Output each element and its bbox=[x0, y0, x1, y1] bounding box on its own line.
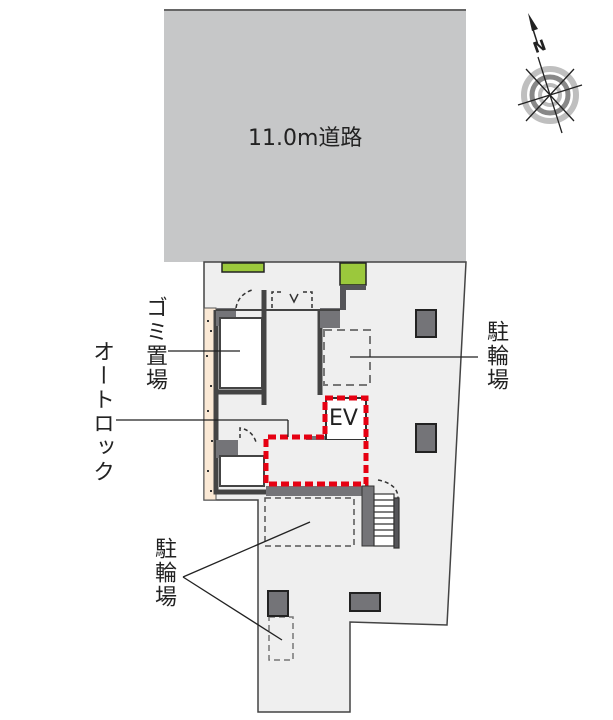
compass-icon bbox=[517, 13, 583, 134]
bicycle-parking-right[interactable] bbox=[323, 329, 371, 386]
planter-2 bbox=[339, 262, 367, 286]
elevator-shaft[interactable] bbox=[325, 397, 367, 441]
compass-north-label: N bbox=[531, 36, 549, 57]
column bbox=[349, 592, 381, 612]
column bbox=[267, 590, 289, 617]
column bbox=[415, 423, 437, 453]
bicycle-parking-right-label: 駐輪場 bbox=[483, 320, 508, 392]
autolock-label: オートロック bbox=[89, 340, 114, 484]
stairs bbox=[373, 493, 400, 549]
bicycle-parking-center[interactable] bbox=[264, 497, 355, 547]
garbage-room bbox=[219, 317, 263, 389]
highlighted-entrance bbox=[263, 395, 369, 487]
garbage-area-label: ゴミ置場 bbox=[142, 296, 167, 392]
bicycle-parking-left-label: 駐輪場 bbox=[151, 537, 176, 609]
planter-1 bbox=[221, 262, 265, 273]
column bbox=[415, 309, 437, 338]
road-label: 11.0m道路 bbox=[248, 126, 363, 151]
road-area bbox=[164, 10, 466, 262]
elevator-label: EV bbox=[329, 406, 358, 431]
